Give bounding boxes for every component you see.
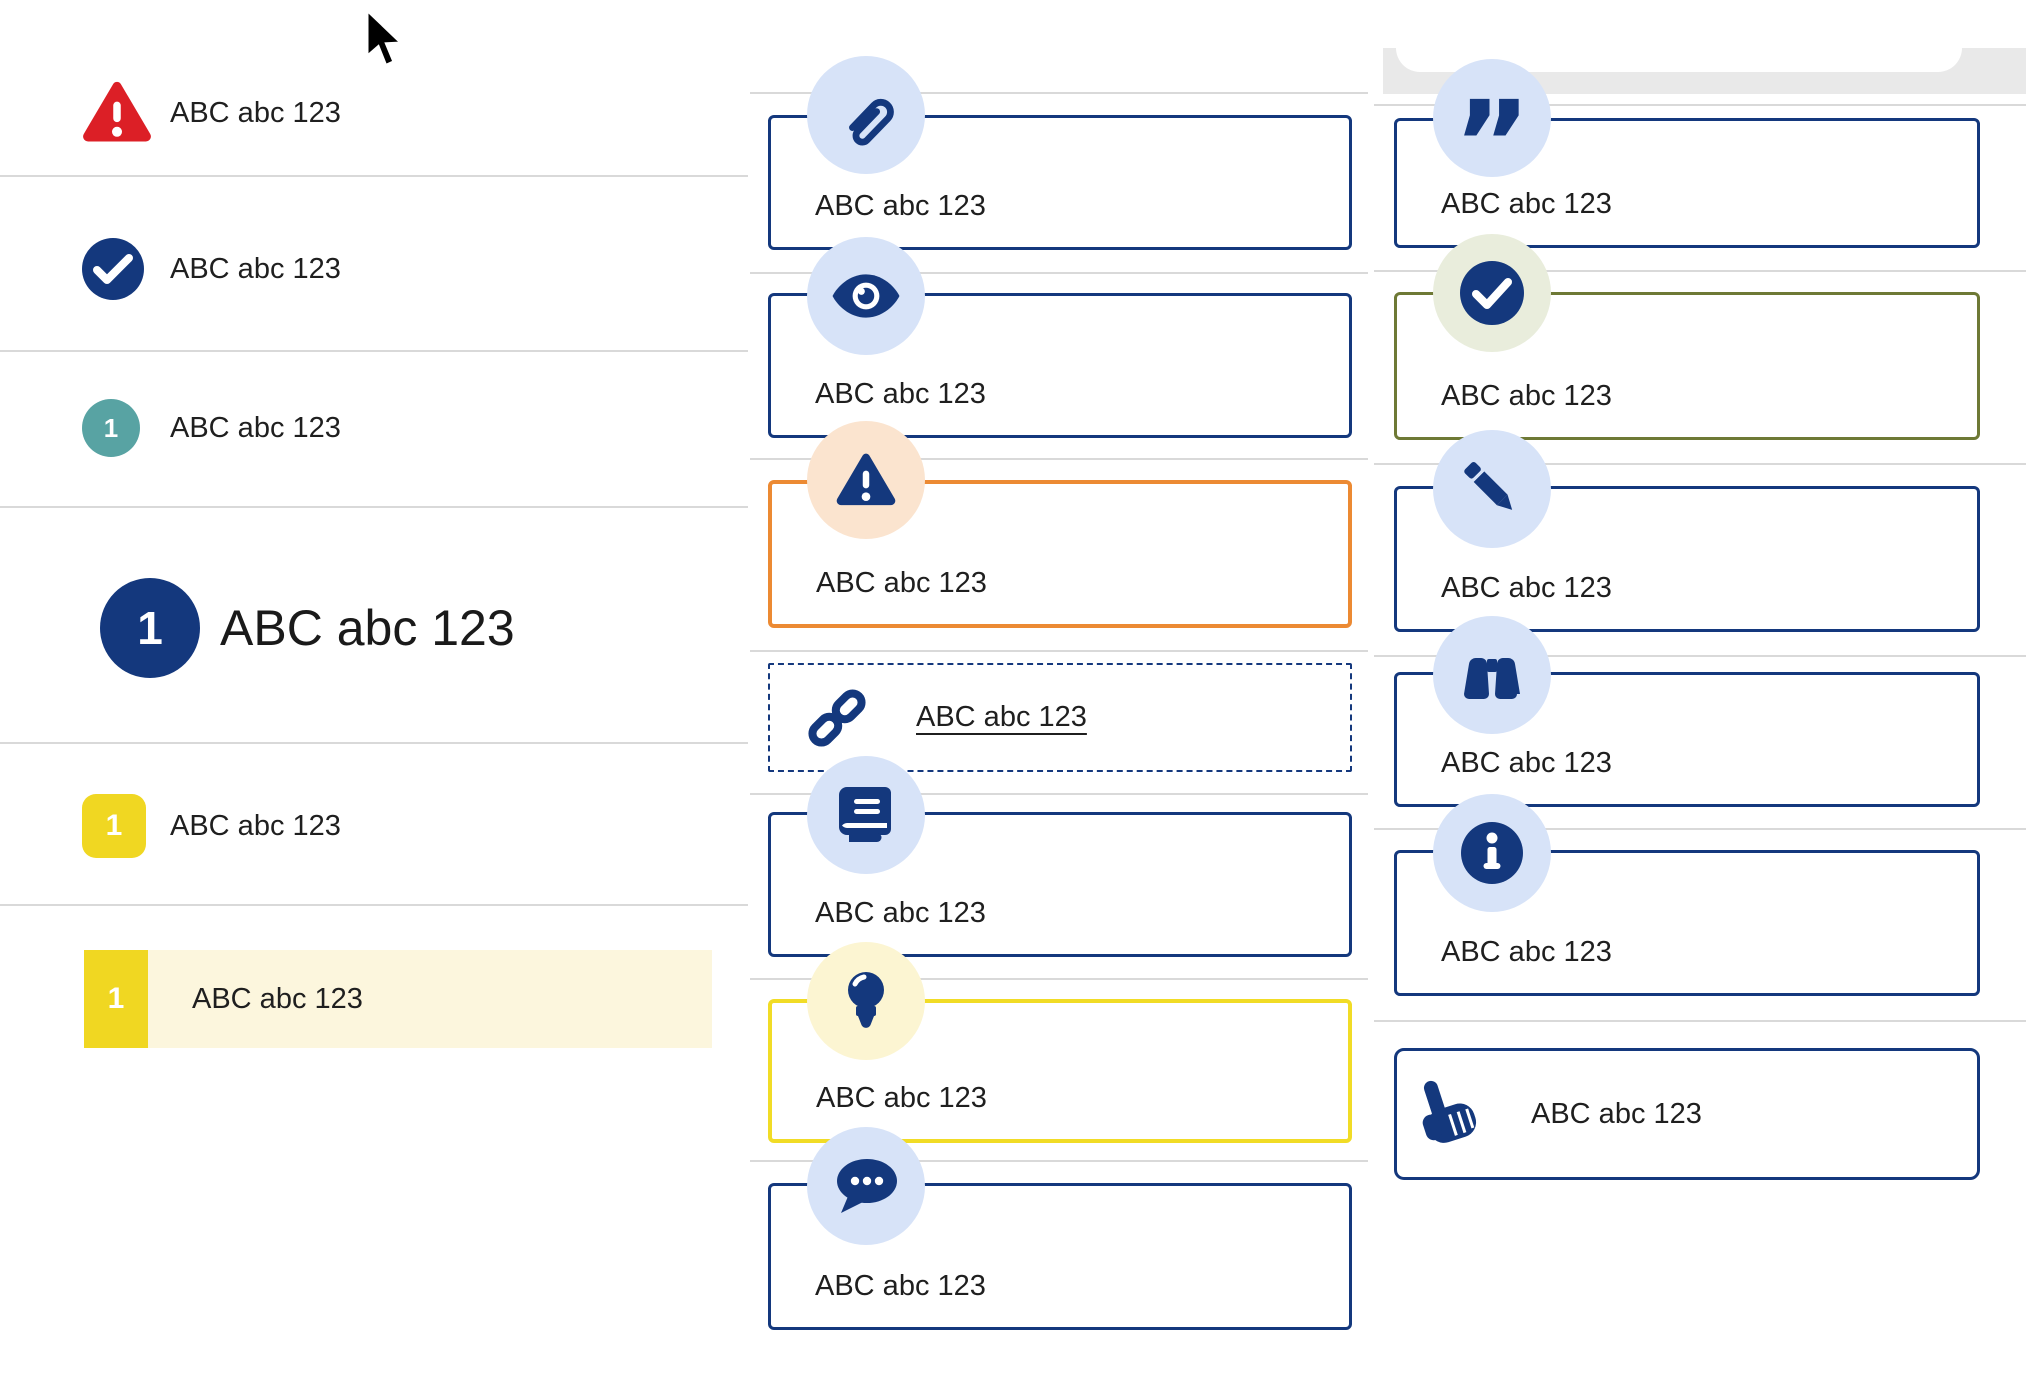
callout-card-info[interactable]: ABC abc 123 bbox=[1394, 794, 1980, 996]
number-badge: 1 bbox=[82, 399, 140, 457]
number-badge: 1 bbox=[84, 950, 148, 1048]
divider bbox=[750, 978, 1368, 980]
card-label: ABC abc 123 bbox=[815, 1270, 986, 1302]
callout-card-quote[interactable]: ” ABC abc 123 bbox=[1394, 59, 1980, 248]
paperclip-icon bbox=[807, 56, 925, 174]
card-label: ABC abc 123 bbox=[1441, 936, 1612, 968]
check-circle-icon bbox=[82, 238, 144, 300]
divider bbox=[0, 175, 748, 177]
callout-card-lightbulb[interactable]: ABC abc 123 bbox=[768, 942, 1352, 1143]
divider bbox=[1374, 1020, 2026, 1022]
book-icon bbox=[807, 756, 925, 874]
warning-triangle-icon bbox=[80, 80, 154, 146]
chat-bubble-icon bbox=[807, 1127, 925, 1245]
lightbulb-icon bbox=[807, 942, 925, 1060]
card-label: ABC abc 123 bbox=[1531, 1098, 1702, 1130]
divider bbox=[0, 350, 748, 352]
divider bbox=[1374, 828, 2026, 830]
card-label: ABC abc 123 bbox=[1441, 380, 1612, 412]
card-label: ABC abc 123 bbox=[1441, 188, 1612, 220]
callout-card-hand[interactable]: ABC abc 123 bbox=[1394, 1048, 1980, 1180]
info-icon bbox=[1433, 794, 1551, 912]
callout-card-success[interactable]: ABC abc 123 bbox=[1394, 234, 1980, 440]
callout-card-warning[interactable]: ABC abc 123 bbox=[768, 421, 1352, 628]
divider bbox=[0, 904, 748, 906]
list-item-label: ABC abc 123 bbox=[170, 97, 341, 129]
divider bbox=[1374, 463, 2026, 465]
card-label: ABC abc 123 bbox=[1441, 747, 1612, 779]
link-card[interactable]: ABC abc 123 bbox=[768, 663, 1352, 772]
list-item-label: ABC abc 123 bbox=[192, 983, 363, 1015]
callout-card-binoculars[interactable]: ABC abc 123 bbox=[1394, 616, 1980, 807]
card-label: ABC abc 123 bbox=[815, 378, 986, 410]
list-item-label: ABC abc 123 bbox=[170, 253, 341, 285]
card-label: ABC abc 123 bbox=[816, 567, 987, 599]
callout-card-book[interactable]: ABC abc 123 bbox=[768, 756, 1352, 957]
warning-triangle-icon bbox=[807, 421, 925, 539]
card-label: ABC abc 123 bbox=[815, 897, 986, 929]
divider bbox=[1374, 104, 2026, 106]
eye-icon bbox=[807, 237, 925, 355]
list-item-label: ABC abc 123 bbox=[220, 600, 515, 656]
callout-card-paperclip[interactable]: ABC abc 123 bbox=[768, 56, 1352, 250]
divider bbox=[750, 272, 1368, 274]
number-badge: 1 bbox=[100, 578, 200, 678]
pencil-icon bbox=[1433, 430, 1551, 548]
card-label: ABC abc 123 bbox=[1441, 572, 1612, 604]
link-label[interactable]: ABC abc 123 bbox=[916, 701, 1087, 733]
callout-card-eye[interactable]: ABC abc 123 bbox=[768, 237, 1352, 438]
check-circle-icon bbox=[1433, 234, 1551, 352]
divider bbox=[1374, 270, 2026, 272]
divider bbox=[750, 793, 1368, 795]
quote-icon: ” bbox=[1433, 59, 1551, 177]
card-label: ABC abc 123 bbox=[816, 1082, 987, 1114]
list-item-label: ABC abc 123 bbox=[170, 810, 341, 842]
divider bbox=[0, 742, 748, 744]
link-icon bbox=[804, 688, 870, 748]
callout-card-chat[interactable]: ABC abc 123 bbox=[768, 1127, 1352, 1330]
hand-pointer-icon bbox=[1421, 1074, 1481, 1154]
card-label: ABC abc 123 bbox=[815, 190, 986, 222]
divider bbox=[750, 1160, 1368, 1162]
divider bbox=[750, 650, 1368, 652]
list-item-yellow-step-highlighted[interactable]: 1 ABC abc 123 bbox=[84, 950, 712, 1048]
binoculars-icon bbox=[1433, 616, 1551, 734]
list-item-label: ABC abc 123 bbox=[170, 412, 341, 444]
divider bbox=[750, 92, 1368, 94]
divider bbox=[750, 458, 1368, 460]
mouse-cursor bbox=[364, 8, 406, 72]
callout-card-pencil[interactable]: ABC abc 123 bbox=[1394, 430, 1980, 632]
divider bbox=[1374, 655, 2026, 657]
number-badge: 1 bbox=[82, 794, 146, 858]
divider bbox=[0, 506, 748, 508]
